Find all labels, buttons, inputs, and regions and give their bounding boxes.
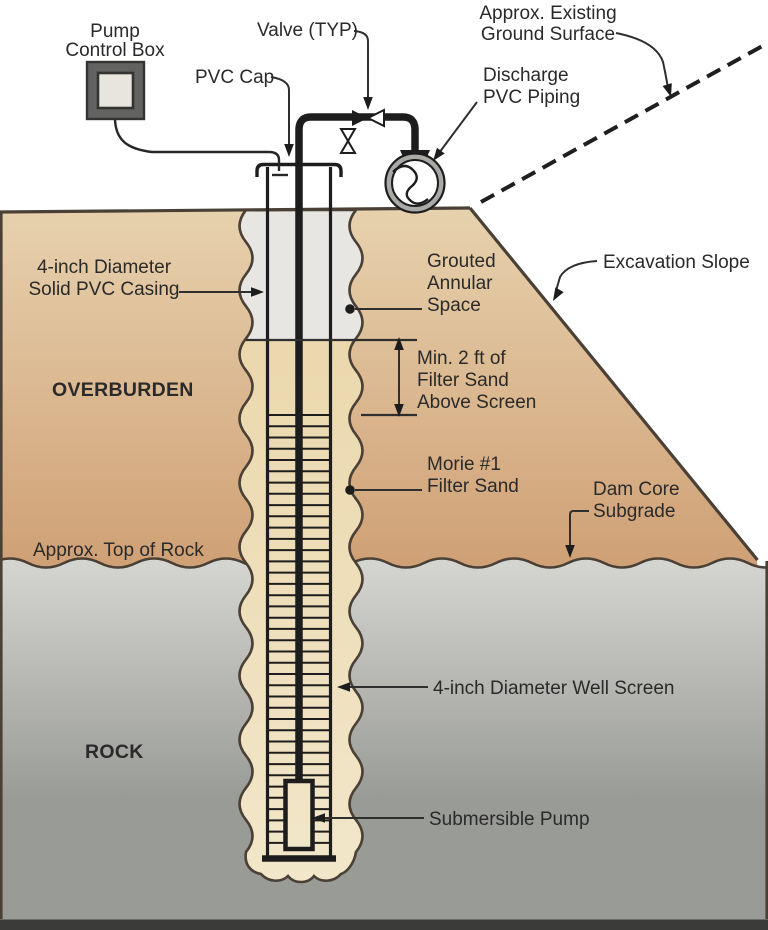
label-existing-ground-2: Ground Surface bbox=[481, 24, 615, 45]
label-existing-ground-1: Approx. Existing bbox=[479, 3, 616, 24]
leader-excavation-slope bbox=[555, 260, 598, 292]
label-solid-casing-2: Solid PVC Casing bbox=[28, 279, 179, 300]
label-grouted-3: Space bbox=[427, 295, 481, 316]
label-min-sand-2: Filter Sand bbox=[417, 370, 509, 391]
terrain bbox=[0, 207, 768, 930]
borehole-outline bbox=[238, 208, 364, 884]
label-overburden: OVERBURDEN bbox=[52, 379, 194, 401]
submersible-pump-shape bbox=[283, 778, 315, 852]
dot-morie-sand bbox=[345, 485, 355, 495]
label-solid-casing-1: 4-inch Diameter bbox=[37, 257, 172, 278]
label-pump-control-box-2: Control Box bbox=[65, 40, 165, 61]
flow-meter-outer-ring bbox=[384, 152, 446, 214]
label-grouted-2: Annular bbox=[427, 273, 493, 294]
label-morie-1: Morie #1 bbox=[427, 454, 501, 475]
label-excavation-slope: Excavation Slope bbox=[603, 252, 750, 273]
arrowhead-dam-core bbox=[565, 545, 575, 558]
label-well-screen: 4-inch Diameter Well Screen bbox=[433, 678, 674, 699]
sample-valve-icon-top bbox=[339, 128, 357, 143]
label-dam-core-2: Subgrade bbox=[593, 501, 675, 522]
existing-ground-dashed-line bbox=[480, 42, 767, 204]
sample-valve-icon-bottom bbox=[339, 139, 357, 154]
valve-icon-right bbox=[365, 108, 385, 128]
arrowhead-dimension-bottom bbox=[394, 404, 404, 417]
leader-existing-ground bbox=[615, 32, 669, 89]
rock-fill bbox=[0, 558, 768, 930]
pump-control-box-inner bbox=[96, 71, 135, 110]
excavation-slope-line bbox=[468, 206, 759, 562]
label-morie-2: Filter Sand bbox=[427, 476, 519, 497]
labels: Pump Control Box Valve (TYP) PVC Cap App… bbox=[28, 3, 749, 830]
valve-icon-left bbox=[352, 110, 368, 126]
arrowhead-existing-ground bbox=[662, 83, 672, 97]
leader-discharge bbox=[438, 101, 478, 154]
label-grouted-1: Grouted bbox=[427, 251, 496, 272]
label-rock: ROCK bbox=[85, 741, 144, 763]
flow-meter-squiggle bbox=[392, 164, 429, 205]
power-cable bbox=[113, 119, 281, 171]
arrowhead-excavation-slope bbox=[553, 287, 564, 301]
leader-pvc-cap bbox=[270, 76, 290, 147]
overburden-fill bbox=[0, 207, 758, 580]
label-min-sand-3: Above Screen bbox=[417, 392, 536, 413]
label-pvc-cap: PVC Cap bbox=[195, 67, 274, 88]
arrowhead-pvc-cap bbox=[284, 144, 294, 157]
leader-dam-core bbox=[569, 510, 589, 548]
arrowhead-valve bbox=[363, 97, 373, 110]
label-discharge-2: PVC Piping bbox=[483, 87, 580, 108]
surface-equipment bbox=[85, 60, 446, 214]
label-valve: Valve (TYP) bbox=[257, 20, 358, 41]
dot-grouted-annular bbox=[345, 304, 355, 314]
label-dam-core-1: Dam Core bbox=[593, 479, 680, 500]
arrowhead-casing bbox=[251, 287, 264, 297]
ground-surface-line bbox=[0, 206, 471, 214]
arrowhead-discharge bbox=[433, 147, 445, 161]
bottom-border-bar bbox=[0, 919, 768, 930]
label-top-of-rock: Approx. Top of Rock bbox=[33, 540, 204, 561]
label-pump-control-box-1: Pump bbox=[90, 21, 140, 42]
label-submersible-pump: Submersible Pump bbox=[429, 809, 590, 830]
arrowhead-dimension-top bbox=[394, 337, 404, 350]
arrowhead-submersible-pump bbox=[312, 813, 325, 823]
flow-meter-inner-ring bbox=[391, 159, 439, 207]
annotations bbox=[179, 30, 672, 823]
arrowhead-well-screen bbox=[337, 682, 350, 692]
leader-valve bbox=[353, 30, 369, 100]
label-min-sand-1: Min. 2 ft of bbox=[417, 348, 506, 369]
top-of-rock-wavy-line bbox=[0, 557, 768, 569]
label-discharge-1: Discharge bbox=[483, 65, 569, 86]
